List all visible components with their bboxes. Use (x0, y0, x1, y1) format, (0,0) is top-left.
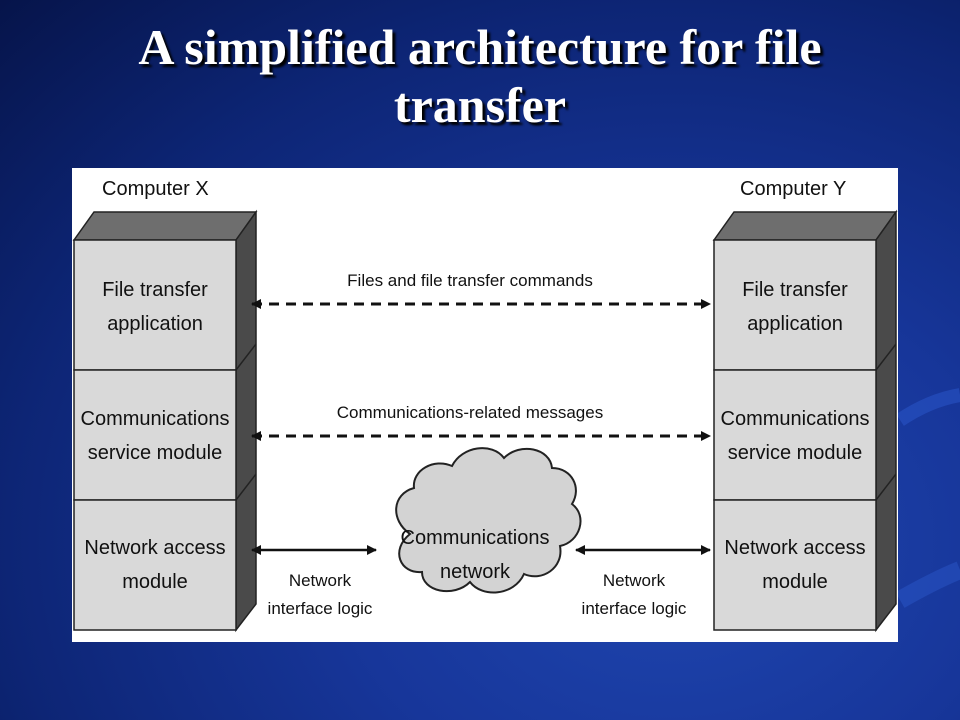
slide-title-line1: A simplified architecture for file (138, 19, 822, 75)
computer-x-network-access-box (73, 499, 237, 631)
computer-x-communications-line1: Communications (81, 408, 230, 430)
computer-y-network-access-box (713, 499, 877, 631)
computer-x-network-access-line2: module (122, 571, 188, 593)
computer-y-file-transfer-line2: application (747, 313, 843, 335)
computer-x-communications-box (73, 369, 237, 501)
computer-y-network-access-line1: Network access (724, 537, 865, 559)
computer-y-file-transfer-line1: File transfer (742, 279, 848, 301)
computer-y-communications-line1: Communications (721, 408, 870, 430)
left-interface-link: Network interface logic (251, 545, 377, 618)
top-peer-link: Files and file transfer commands (251, 271, 711, 309)
architecture-diagram: Computer X File transfer application Com… (72, 168, 898, 642)
computer-y-top-face (712, 211, 898, 241)
computer-y-stack: Computer Y File transfer application Com… (712, 178, 898, 633)
computer-x-network-access-line1: Network access (84, 537, 225, 559)
computer-y-side-face (875, 209, 897, 633)
computer-x-top-face (72, 211, 258, 241)
computer-x-file-transfer-line2: application (107, 313, 203, 335)
computer-x-label: Computer X (102, 178, 209, 200)
computer-y-file-transfer-box (713, 239, 877, 371)
cloud-label-line2: network (440, 561, 511, 583)
computer-y-network-access-line2: module (762, 571, 828, 593)
communications-network-cloud: Communications network (395, 447, 582, 594)
computer-x-file-transfer-box (73, 239, 237, 371)
computer-x-stack: Computer X File transfer application Com… (72, 178, 258, 633)
computer-x-file-transfer-line1: File transfer (102, 279, 208, 301)
right-interface-link: Network interface logic (575, 545, 711, 618)
computer-y-communications-line2: service module (728, 442, 863, 464)
middle-link-label: Communications-related messages (337, 403, 603, 422)
computer-x-side-face (235, 209, 257, 633)
computer-x-communications-line2: service module (88, 442, 223, 464)
top-link-label: Files and file transfer commands (347, 271, 593, 290)
left-interface-line1: Network (289, 571, 352, 590)
slide-title: A simplified architecture for file trans… (0, 18, 960, 134)
cloud-label-line1: Communications (401, 527, 550, 549)
slide-title-line2: transfer (393, 77, 567, 133)
right-interface-line1: Network (603, 571, 666, 590)
middle-peer-link: Communications-related messages (251, 403, 711, 441)
cloud-shape (395, 447, 582, 594)
computer-y-label: Computer Y (740, 178, 846, 200)
right-interface-line2: interface logic (582, 599, 687, 618)
diagram-canvas: Computer X File transfer application Com… (72, 178, 898, 633)
left-interface-line2: interface logic (268, 599, 373, 618)
computer-y-communications-box (713, 369, 877, 501)
